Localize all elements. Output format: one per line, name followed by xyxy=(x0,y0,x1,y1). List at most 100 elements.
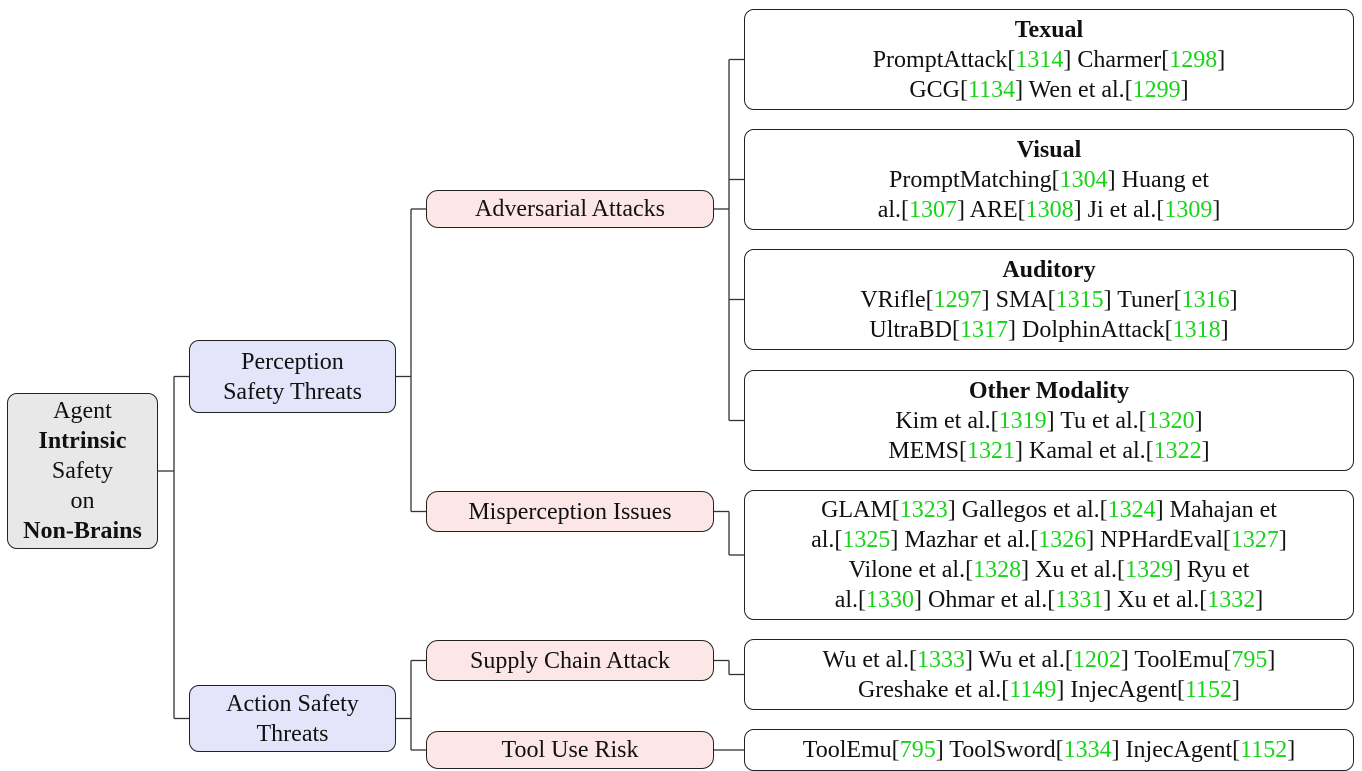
citation-link[interactable]: 795 xyxy=(1231,646,1268,673)
reference-line: UltraBD[1317] DolphinAttack[1318] xyxy=(869,315,1228,345)
citation-link[interactable]: 1309 xyxy=(1164,196,1213,223)
reference-text: PromptAttack[ xyxy=(872,46,1016,73)
reference-text: Kim et al.[ xyxy=(895,407,999,434)
citation-link[interactable]: 1314 xyxy=(1015,46,1064,73)
reference-text: MEMS[ xyxy=(888,437,968,464)
reference-text: ] Wu et al.[ xyxy=(964,646,1073,673)
citation-link[interactable]: 1326 xyxy=(1038,527,1087,553)
citation-link[interactable]: 1134 xyxy=(967,76,1016,103)
reference-line: MEMS[1321] Kamal et al.[1322] xyxy=(888,436,1209,466)
subcategory-misperception-issues: Misperception Issues xyxy=(426,491,714,532)
category-line: Action Safety xyxy=(226,690,359,717)
reference-text: ] Xu et al.[ xyxy=(1021,557,1126,583)
citation-link[interactable]: 1331 xyxy=(1055,587,1104,613)
reference-text: ] xyxy=(1267,646,1276,673)
citation-link[interactable]: 1308 xyxy=(1025,196,1074,223)
citation-link[interactable]: 1323 xyxy=(899,497,948,523)
citation-link[interactable]: 1298 xyxy=(1169,46,1218,73)
reference-text: ] DolphinAttack[ xyxy=(1008,316,1173,343)
reference-text: ] Wen et al.[ xyxy=(1015,76,1133,103)
reference-text: ToolEmu[ xyxy=(802,737,900,763)
reference-text: ] Mazhar et al.[ xyxy=(890,527,1039,553)
reference-text: ] Xu et al.[ xyxy=(1103,587,1208,613)
citation-link[interactable]: 1325 xyxy=(842,527,891,553)
leaf-supply-chain-references: Wu et al.[1333] Wu et al.[1202] ToolEmu[… xyxy=(744,639,1354,710)
reference-text: ] Mahajan et xyxy=(1155,497,1277,523)
citation-link[interactable]: 1322 xyxy=(1153,437,1202,464)
citation-link[interactable]: 1304 xyxy=(1059,166,1108,193)
citation-link[interactable]: 1152 xyxy=(1184,676,1233,703)
citation-link[interactable]: 1307 xyxy=(909,196,957,223)
reference-text: Wu et al.[ xyxy=(822,646,917,673)
citation-link[interactable]: 1324 xyxy=(1107,497,1156,523)
reference-text: ] xyxy=(1180,76,1189,103)
citation-link[interactable]: 1202 xyxy=(1072,646,1121,673)
reference-text: ] xyxy=(1278,527,1287,553)
citation-link[interactable]: 1320 xyxy=(1146,407,1195,434)
citation-link[interactable]: 1152 xyxy=(1240,737,1288,763)
subcategory-label: Tool Use Risk xyxy=(501,737,639,763)
leaf-tool-use-references: ToolEmu[795] ToolSword[1334] InjecAgent[… xyxy=(744,729,1354,771)
citation-link[interactable]: 1297 xyxy=(933,286,982,313)
reference-text: PromptMatching[ xyxy=(889,166,1060,193)
category-perception-safety-threats: Perception Safety Threats xyxy=(189,340,396,413)
reference-text: ] SMA[ xyxy=(981,286,1056,313)
reference-text: ] Ohmar et al.[ xyxy=(914,587,1056,613)
citation-link[interactable]: 1315 xyxy=(1055,286,1104,313)
reference-line: GLAM[1323] Gallegos et al.[1324] Mahajan… xyxy=(821,495,1277,525)
reference-text: ] ToolEmu[ xyxy=(1120,646,1232,673)
citation-link[interactable]: 1329 xyxy=(1125,557,1174,583)
citation-link[interactable]: 1319 xyxy=(998,407,1047,434)
reference-text: al.[ xyxy=(811,527,843,553)
category-line: Perception xyxy=(241,348,344,375)
reference-text: ] xyxy=(1229,286,1238,313)
reference-text: ] Kamal et al.[ xyxy=(1015,437,1154,464)
reference-text: ] Tu et al.[ xyxy=(1046,407,1147,434)
subcategory-label: Misperception Issues xyxy=(468,498,672,525)
reference-line: al.[1330] Ohmar et al.[1331] Xu et al.[1… xyxy=(835,585,1264,615)
reference-text: ] xyxy=(1212,196,1221,223)
reference-text: ] xyxy=(1201,437,1210,464)
reference-text: ] InjecAgent[ xyxy=(1111,737,1241,763)
category-line: Safety Threats xyxy=(223,378,362,405)
reference-text: ] InjecAgent[ xyxy=(1056,676,1185,703)
citation-link[interactable]: 1321 xyxy=(967,437,1016,464)
reference-line: PromptAttack[1314] Charmer[1298] xyxy=(873,45,1226,75)
citation-link[interactable]: 1299 xyxy=(1132,76,1181,103)
citation-link[interactable]: 1328 xyxy=(973,557,1022,583)
reference-text: ] xyxy=(1232,676,1241,703)
root-line: Intrinsic xyxy=(38,428,127,454)
citation-link[interactable]: 1149 xyxy=(1009,676,1057,703)
reference-line: al.[1325] Mazhar et al.[1326] NPHardEval… xyxy=(811,525,1287,555)
citation-link[interactable]: 1318 xyxy=(1172,316,1221,343)
leaf-title: Other Modality xyxy=(968,377,1130,404)
reference-text: ] ARE[ xyxy=(957,196,1026,223)
reference-line: Wu et al.[1333] Wu et al.[1202] ToolEmu[… xyxy=(823,645,1276,675)
citation-link[interactable]: 1316 xyxy=(1181,286,1230,313)
reference-text: ] xyxy=(1217,46,1226,73)
reference-line: VRifle[1297] SMA[1315] Tuner[1316] xyxy=(860,285,1237,315)
citation-link[interactable]: 1327 xyxy=(1230,527,1279,553)
subcategory-supply-chain-attack: Supply Chain Attack xyxy=(426,640,714,681)
root-line: Non-Brains xyxy=(23,518,142,544)
citation-link[interactable]: 1334 xyxy=(1063,737,1112,763)
subcategory-tool-use-risk: Tool Use Risk xyxy=(426,731,714,769)
citation-link[interactable]: 1330 xyxy=(866,587,915,613)
reference-text: UltraBD[ xyxy=(869,316,961,343)
reference-text: ] Tuner[ xyxy=(1103,286,1182,313)
citation-link[interactable]: 795 xyxy=(899,737,936,763)
citation-link[interactable]: 1332 xyxy=(1207,587,1256,613)
reference-text: GCG[ xyxy=(909,76,968,103)
citation-link[interactable]: 1317 xyxy=(960,316,1009,343)
root-line: Safety xyxy=(51,458,114,484)
leaf-misperception-references: GLAM[1323] Gallegos et al.[1324] Mahajan… xyxy=(744,490,1354,620)
category-action-safety-threats: Action Safety Threats xyxy=(189,685,396,752)
citation-link[interactable]: 1333 xyxy=(916,646,965,673)
reference-text: Vilone et al.[ xyxy=(848,557,974,583)
reference-text: ] NPHardEval[ xyxy=(1086,527,1231,553)
